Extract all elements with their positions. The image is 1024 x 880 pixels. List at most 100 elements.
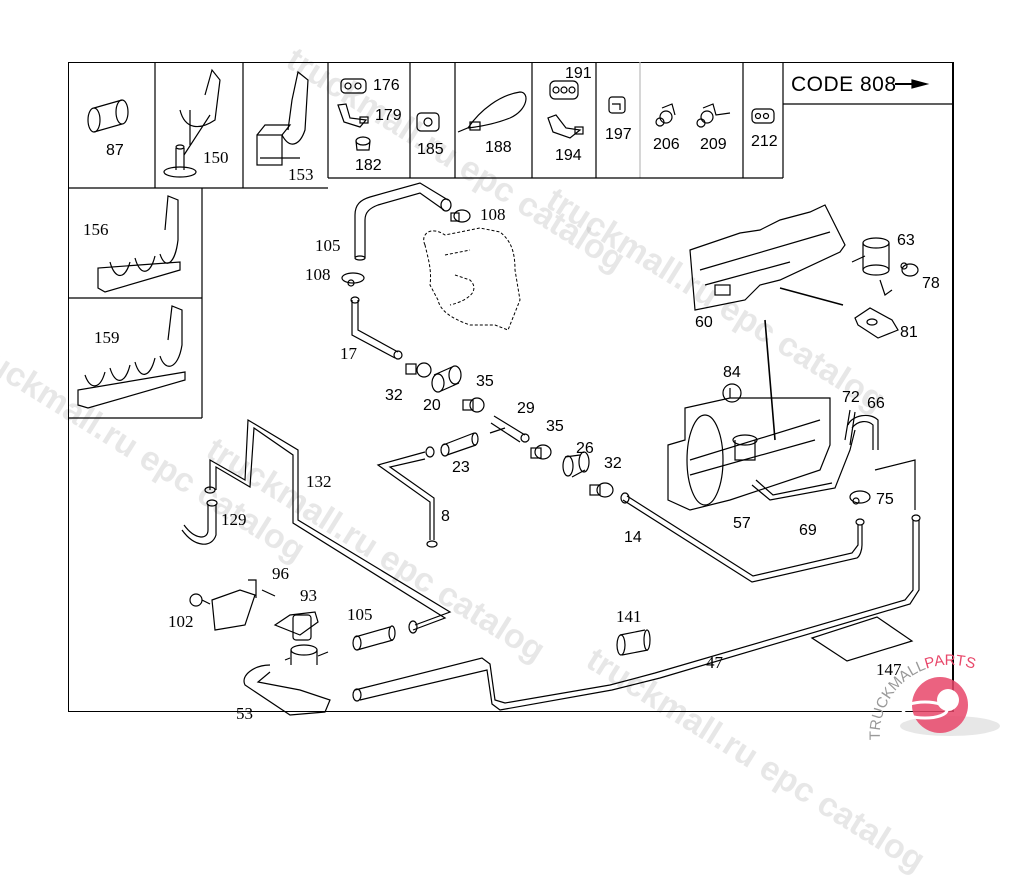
part-141-sleeve[interactable] bbox=[616, 629, 651, 656]
part-8-pipe[interactable] bbox=[376, 446, 438, 548]
part-label[interactable]: 159 bbox=[94, 328, 120, 347]
part-32-clamp[interactable] bbox=[405, 362, 432, 378]
part-84-cap[interactable] bbox=[722, 383, 742, 403]
part-194-bracket[interactable] bbox=[547, 114, 584, 139]
part-29-tee-connector[interactable] bbox=[489, 415, 530, 443]
part-159-clip[interactable] bbox=[77, 305, 186, 409]
part-147-pad[interactable] bbox=[810, 616, 914, 662]
part-label[interactable]: 209 bbox=[700, 136, 727, 153]
part-label[interactable]: 108 bbox=[480, 205, 506, 224]
part-label[interactable]: 182 bbox=[355, 157, 382, 174]
part-150-clip[interactable] bbox=[163, 68, 221, 178]
part-176-clip[interactable] bbox=[340, 78, 367, 94]
part-105-hose[interactable] bbox=[354, 182, 452, 261]
part-label[interactable]: 14 bbox=[624, 529, 642, 546]
part-132-pipe[interactable] bbox=[204, 418, 452, 634]
part-53-hose[interactable] bbox=[243, 664, 331, 716]
part-212-clip[interactable] bbox=[751, 108, 775, 124]
part-label[interactable]: 60 bbox=[695, 314, 713, 331]
part-label[interactable]: 63 bbox=[897, 232, 915, 249]
part-label[interactable]: 105 bbox=[315, 236, 341, 255]
part-72-hose[interactable] bbox=[844, 409, 856, 446]
part-label[interactable]: 26 bbox=[576, 440, 594, 457]
part-32-clamp[interactable] bbox=[589, 482, 614, 498]
part-label[interactable]: 69 bbox=[799, 522, 817, 539]
part-label[interactable]: 66 bbox=[867, 395, 885, 412]
part-191-clip[interactable] bbox=[549, 80, 579, 100]
part-87-sleeve[interactable] bbox=[87, 99, 129, 133]
part-label[interactable]: 185 bbox=[417, 141, 444, 158]
part-label[interactable]: 81 bbox=[900, 324, 918, 341]
part-label[interactable]: 35 bbox=[476, 373, 494, 390]
part-label[interactable]: 141 bbox=[616, 607, 642, 626]
part-label[interactable]: 87 bbox=[106, 142, 124, 159]
part-23-sleeve[interactable] bbox=[440, 432, 479, 457]
part-60-bracket[interactable] bbox=[689, 204, 846, 311]
part-102-bolt[interactable] bbox=[189, 593, 211, 607]
part-label[interactable]: 23 bbox=[452, 459, 470, 476]
part-label[interactable]: 8 bbox=[441, 508, 450, 525]
part-108-clamp[interactable] bbox=[450, 209, 471, 223]
part-17-pipe[interactable] bbox=[350, 296, 403, 360]
part-label[interactable]: 72 bbox=[842, 389, 860, 406]
part-182-grommet[interactable] bbox=[355, 136, 371, 151]
part-label[interactable]: 156 bbox=[83, 220, 109, 239]
part-label[interactable]: 29 bbox=[517, 400, 535, 417]
part-75-clamp[interactable] bbox=[849, 490, 871, 505]
part-69-hose[interactable] bbox=[751, 429, 856, 501]
part-label[interactable]: 108 bbox=[305, 265, 331, 284]
part-26-sleeve[interactable] bbox=[562, 451, 590, 478]
part-185-clip[interactable] bbox=[416, 112, 440, 132]
part-label[interactable]: 35 bbox=[546, 418, 564, 435]
part-label[interactable]: 57 bbox=[733, 515, 751, 532]
part-108-clamp[interactable] bbox=[341, 272, 365, 287]
part-label[interactable]: 93 bbox=[300, 586, 317, 605]
part-197-clip[interactable] bbox=[608, 96, 626, 114]
part-label[interactable]: 129 bbox=[221, 510, 247, 529]
part-153-clip[interactable] bbox=[256, 70, 309, 166]
part-label[interactable]: 105 bbox=[347, 605, 373, 624]
part-129-hose[interactable] bbox=[181, 499, 218, 545]
part-label[interactable]: 84 bbox=[723, 364, 741, 381]
part-label[interactable]: 176 bbox=[373, 77, 400, 94]
part-35-clamp[interactable] bbox=[462, 397, 485, 413]
part-179-bracket[interactable] bbox=[337, 103, 369, 128]
part-label[interactable]: 132 bbox=[306, 472, 332, 491]
part-label[interactable]: 150 bbox=[203, 148, 229, 167]
part-label[interactable]: 194 bbox=[555, 147, 582, 164]
part-63-valve[interactable] bbox=[851, 237, 893, 296]
part-label[interactable]: 188 bbox=[485, 139, 512, 156]
part-78-clamp[interactable] bbox=[900, 262, 919, 277]
part-label[interactable]: 191 bbox=[565, 65, 592, 82]
part-156-clip[interactable] bbox=[97, 195, 181, 293]
part-14-pipe[interactable] bbox=[620, 492, 865, 583]
part-label[interactable]: 212 bbox=[751, 133, 778, 150]
part-label[interactable]: 147 bbox=[876, 660, 902, 679]
part-81-grommet[interactable] bbox=[854, 307, 899, 339]
part-label[interactable]: 17 bbox=[340, 344, 357, 363]
part-188-cable-tie[interactable] bbox=[457, 91, 527, 133]
part-label[interactable]: 102 bbox=[168, 612, 194, 631]
part-label[interactable]: 153 bbox=[288, 165, 314, 184]
part-label[interactable]: 47 bbox=[706, 653, 723, 672]
part-57-canister[interactable] bbox=[667, 397, 831, 511]
part-209-clamp[interactable] bbox=[696, 103, 731, 128]
part-label[interactable]: 32 bbox=[385, 387, 403, 404]
part-label[interactable]: 53 bbox=[236, 704, 253, 723]
part-20-sleeve[interactable] bbox=[431, 365, 462, 393]
part-66-hose[interactable] bbox=[847, 414, 879, 450]
part-93-valve[interactable] bbox=[273, 611, 329, 665]
part-label[interactable]: 206 bbox=[653, 136, 680, 153]
part-label[interactable]: 32 bbox=[604, 455, 622, 472]
part-label[interactable]: 75 bbox=[876, 491, 894, 508]
part-label[interactable]: 20 bbox=[423, 397, 441, 414]
part-label[interactable]: 197 bbox=[605, 126, 632, 143]
part-96-bracket[interactable] bbox=[211, 579, 276, 631]
part-105-sleeve[interactable] bbox=[352, 625, 396, 651]
part-35-clamp[interactable] bbox=[530, 444, 552, 460]
part-206-clamp[interactable] bbox=[655, 103, 676, 127]
part-47-pipe[interactable] bbox=[352, 514, 921, 711]
part-label[interactable]: 78 bbox=[922, 275, 940, 292]
part-label[interactable]: 96 bbox=[272, 564, 289, 583]
part-label[interactable]: 179 bbox=[375, 107, 402, 124]
